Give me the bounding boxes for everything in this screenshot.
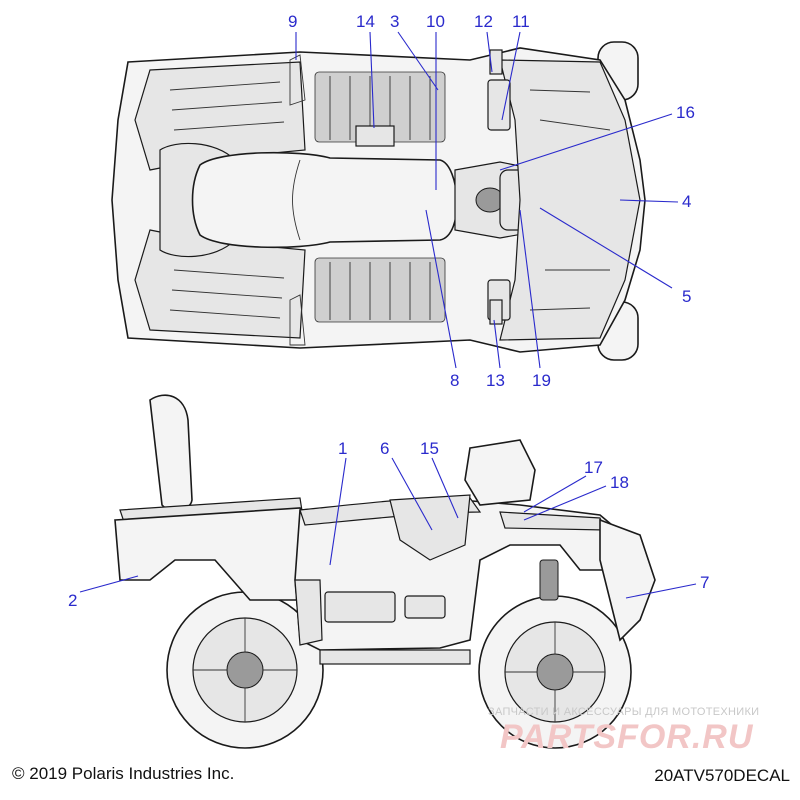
watermark-tagline: ЗАПЧАСТИ И АКСЕССУАРЫ ДЛЯ МОТОТЕХНИКИ <box>488 706 760 718</box>
callout-12: 12 <box>474 12 493 31</box>
callout-3: 3 <box>390 12 399 31</box>
callout-15: 15 <box>420 439 439 458</box>
callout-6: 6 <box>380 439 389 458</box>
leader-lines <box>79 31 697 599</box>
atv-side-view <box>114 394 656 749</box>
callout-18: 18 <box>610 473 629 492</box>
drawing-code: 20ATV570DECAL <box>654 766 790 785</box>
callout-11: 11 <box>512 12 530 31</box>
callout-2: 2 <box>68 591 77 610</box>
callout-10: 10 <box>426 12 445 31</box>
callout-14: 14 <box>356 12 375 31</box>
watermark-logo: PARTSFOR.RU <box>500 718 754 756</box>
callout-7: 7 <box>700 573 709 592</box>
callout-1: 1 <box>338 439 347 458</box>
callout-13: 13 <box>486 371 505 390</box>
callout-numbers: 9 14 3 10 12 11 16 4 5 8 13 19 1 6 15 17… <box>68 12 709 610</box>
callout-9: 9 <box>288 12 297 31</box>
callout-4: 4 <box>682 192 691 211</box>
callout-16: 16 <box>676 103 695 122</box>
callout-19: 19 <box>532 371 551 390</box>
callout-8: 8 <box>450 371 459 390</box>
callout-17: 17 <box>584 458 603 477</box>
atv-top-view <box>111 41 646 361</box>
copyright-text: © 2019 Polaris Industries Inc. <box>12 764 235 783</box>
callout-5: 5 <box>682 287 691 306</box>
